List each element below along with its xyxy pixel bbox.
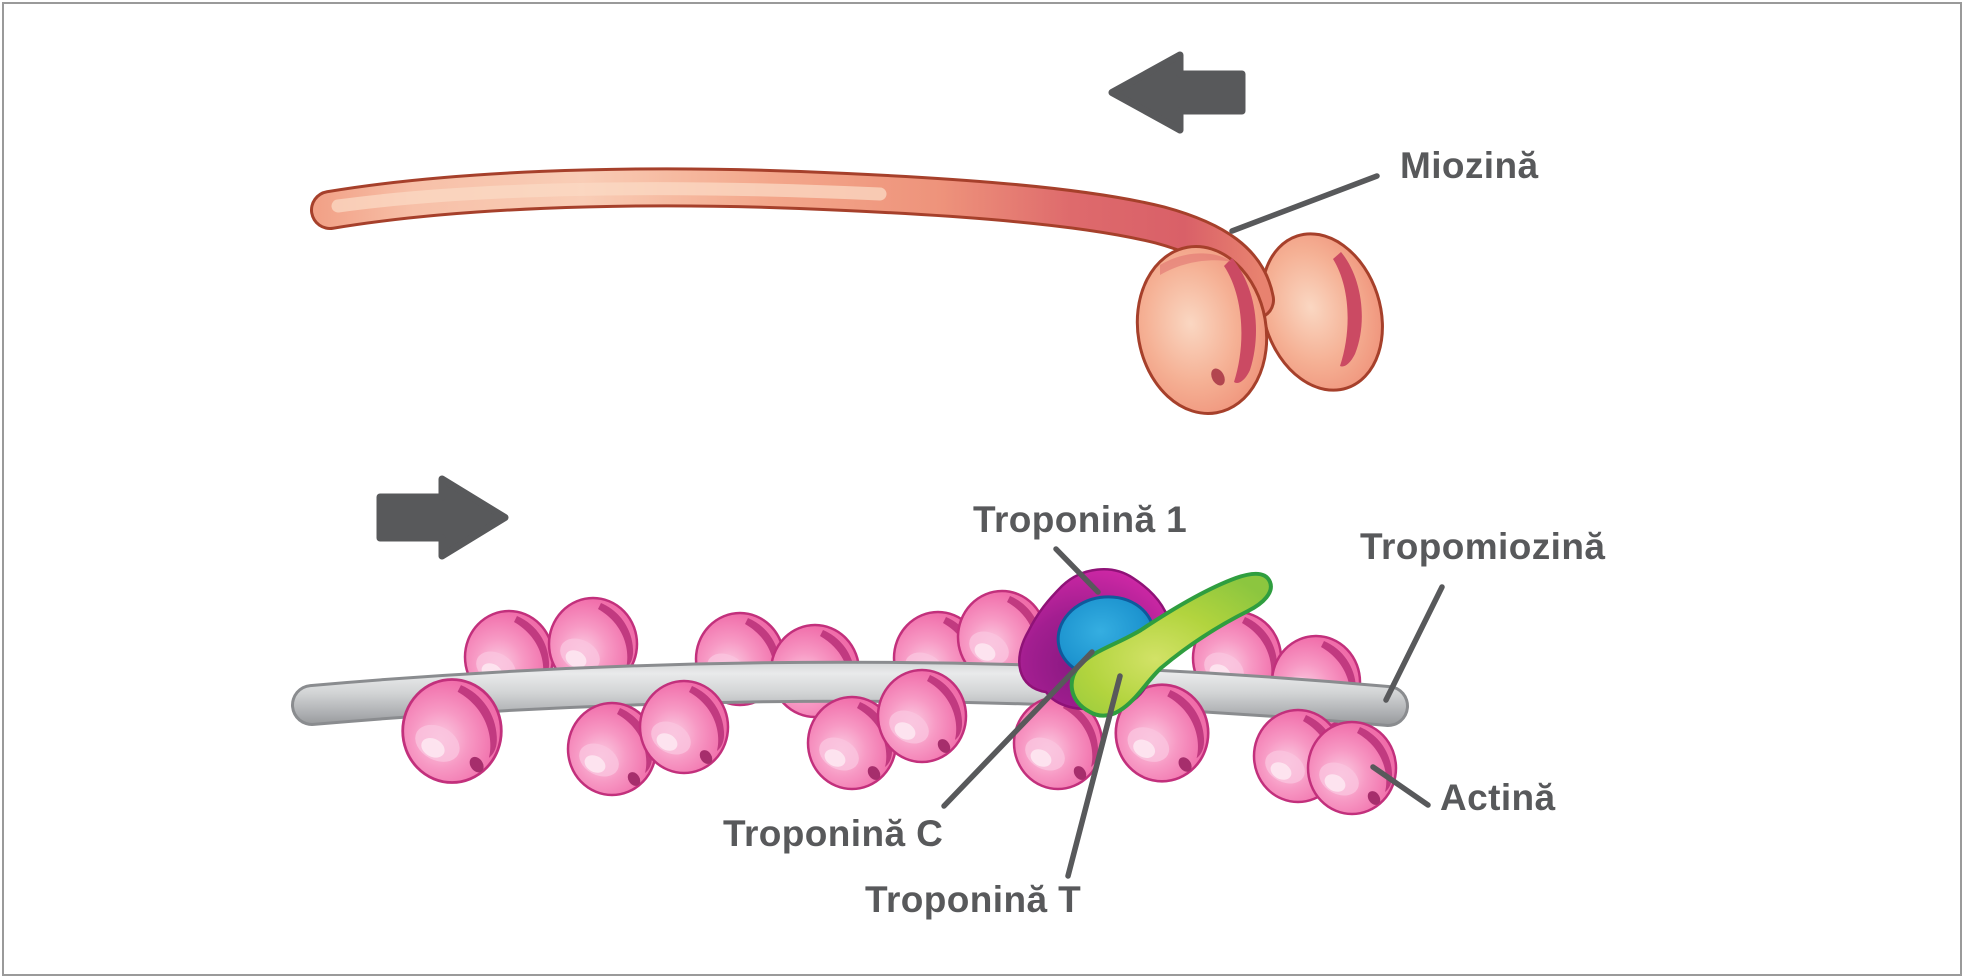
actin-sphere [876, 668, 968, 764]
troponina-1-leader-line [1053, 546, 1101, 595]
myosin-head-right-shadow [1333, 252, 1362, 367]
troponina-t-leader-line [1065, 673, 1123, 879]
myosin-head-left-shadow [1224, 258, 1256, 383]
actin-sphere [638, 679, 730, 775]
right-arrow-icon [376, 475, 509, 560]
miozina-leader-line [1229, 173, 1380, 234]
label-miozina: Miozină [1400, 145, 1539, 186]
actin-sphere [1306, 720, 1398, 816]
actin-filament [291, 568, 1409, 816]
label-troponina-t: Troponină T [865, 879, 1082, 920]
myosin-tail-highlight [331, 182, 887, 213]
actina-leader-line [1370, 764, 1431, 808]
label-troponina-1: Troponină 1 [973, 499, 1188, 540]
myosin-head-left [1135, 245, 1269, 415]
tropomiozina-leader-line [1383, 584, 1445, 703]
left-arrow-icon [1108, 51, 1246, 134]
label-troponina-c: Troponină C [723, 813, 944, 854]
myosin-head-left-blush [1160, 253, 1232, 275]
myosin-molecule [310, 167, 1384, 415]
label-tropomiozina: Tropomiozină [1360, 526, 1606, 567]
myosin-head-left-dot [1211, 368, 1225, 386]
myosin-tail [313, 170, 1272, 317]
troponina-c-leader-line [941, 649, 1095, 809]
actin-sphere [401, 678, 503, 784]
label-actina: Actină [1440, 777, 1556, 818]
